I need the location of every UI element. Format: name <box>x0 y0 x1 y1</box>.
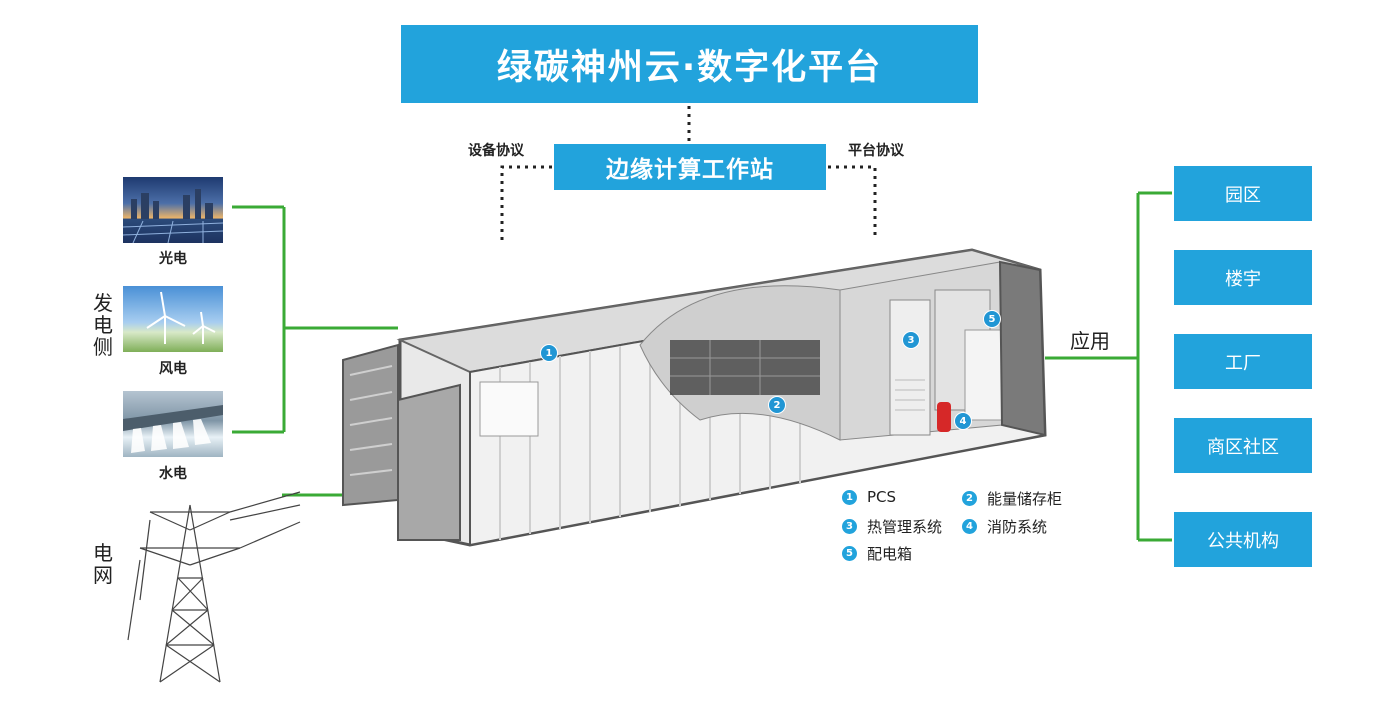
hydro-dam-image <box>123 391 223 457</box>
edge-station-title: 边缘计算工作站 <box>554 144 826 190</box>
legend-number: 5 <box>842 546 857 561</box>
legend-label: 消防系统 <box>987 518 1048 536</box>
application-label: 应用 <box>1070 329 1110 353</box>
legend-number: 2 <box>962 491 977 506</box>
edge-right-connector <box>828 165 877 240</box>
legend-item-thermal: 3 热管理系统 <box>842 516 942 537</box>
edge-left-connector <box>500 165 552 240</box>
platform-protocol-label: 平台协议 <box>848 143 904 159</box>
platform-title: 绿碳神州云·数字化平台 <box>401 25 978 103</box>
marker-distribution: 5 <box>983 310 1001 328</box>
device-protocol-label: 设备协议 <box>468 143 524 159</box>
app-item-building: 楼宇 <box>1174 250 1312 305</box>
generation-side-label: 发电侧 <box>93 291 113 359</box>
legend-item-energy-storage: 2 能量储存柜 <box>962 488 1062 509</box>
legend-item-distribution: 5 配电箱 <box>842 543 912 564</box>
app-item-park: 园区 <box>1174 166 1312 221</box>
marker-energy-storage: 2 <box>768 396 786 414</box>
legend-label: 配电箱 <box>867 545 913 563</box>
solar-panel-image <box>123 177 223 243</box>
legend-item-pcs: 1 PCS <box>842 488 896 506</box>
marker-thermal: 3 <box>902 331 920 349</box>
application-connectors <box>1045 191 1172 542</box>
app-item-public-institution: 公共机构 <box>1174 512 1312 567</box>
hydro-label: 水电 <box>159 466 187 482</box>
legend-number: 4 <box>962 519 977 534</box>
wind-turbine-image <box>123 286 223 352</box>
legend-number: 3 <box>842 519 857 534</box>
marker-pcs: 1 <box>540 344 558 362</box>
app-item-factory: 工厂 <box>1174 334 1312 389</box>
wind-label: 风电 <box>159 361 187 377</box>
dotted-connectors <box>500 106 877 240</box>
marker-fire: 4 <box>954 412 972 430</box>
legend-label: 热管理系统 <box>867 518 943 536</box>
legend-label: 能量储存柜 <box>987 490 1063 508</box>
legend-item-fire: 4 消防系统 <box>962 516 1047 537</box>
legend-number: 1 <box>842 489 857 505</box>
app-item-community: 商区社区 <box>1174 418 1312 473</box>
solar-label: 光电 <box>159 251 187 267</box>
container-illustration <box>342 248 1047 547</box>
grid-label: 电网 <box>93 541 113 587</box>
legend-label: PCS <box>867 488 897 506</box>
